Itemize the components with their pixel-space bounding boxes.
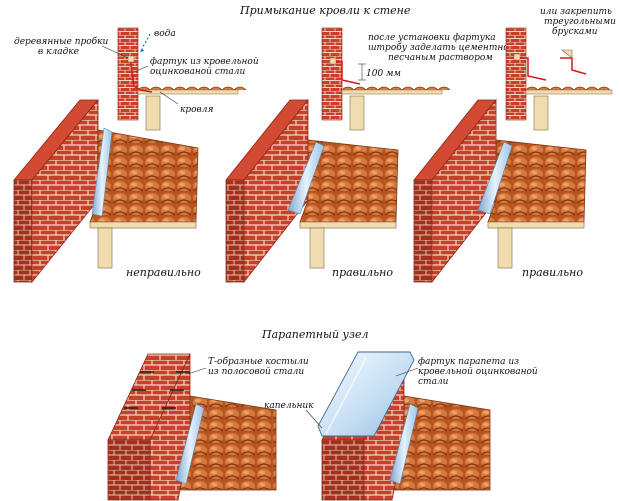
flashing-line — [518, 57, 547, 81]
flashing — [287, 141, 325, 215]
label-wood-plugs: деревянные пробки — [14, 36, 109, 47]
wall-section — [505, 27, 527, 121]
flashing — [389, 403, 419, 485]
flashing — [175, 403, 205, 485]
assembly-wrong: неправильно — [13, 98, 201, 284]
label-flashing-1: фартук из кровельной — [150, 57, 259, 67]
label-flashing-2: оцинкованой стали — [150, 67, 245, 77]
parapet-assembly-right: капельник фартук парапета из кровельной … — [264, 351, 538, 501]
caption-right-1: правильно — [332, 266, 393, 279]
batten — [487, 221, 585, 229]
assembly-right-2: правильно — [413, 98, 587, 284]
label-after-install-2: штробу заделать цементно- — [368, 42, 512, 53]
wall-end — [225, 179, 245, 283]
wood-plug — [513, 53, 521, 61]
wall-section — [321, 27, 343, 121]
section-detail-wrong: деревянные пробки в кладке вода фартук и… — [14, 27, 259, 131]
batten — [299, 221, 397, 229]
leader — [187, 367, 207, 375]
label-t-brackets-1: Т-образные костыли — [208, 356, 309, 367]
leader — [133, 65, 149, 73]
leader — [305, 409, 323, 429]
rafter — [309, 227, 325, 269]
title-top: Примыкание кровли к стене — [239, 4, 411, 17]
parapet-end — [321, 439, 365, 501]
water-arrow — [141, 33, 151, 49]
label-or-fix-1: или закрепить — [540, 7, 612, 17]
parapet-end — [107, 439, 151, 501]
caption-right-2: правильно — [522, 266, 583, 279]
flashing-line-alt — [560, 57, 587, 75]
label-drip: капельник — [264, 401, 314, 411]
label-dimension: 100 мм — [366, 69, 401, 79]
wall-end — [13, 179, 33, 283]
section-detail-right-2: или закрепить треугольными брусками — [505, 7, 616, 131]
label-after-install-3: песчаным раствором — [388, 53, 493, 63]
triangular-batten — [561, 49, 573, 59]
leader — [101, 45, 129, 59]
batten — [341, 89, 443, 95]
assembly-right-1: правильно — [225, 98, 399, 284]
label-water: вода — [154, 29, 176, 39]
section-detail-right-1: 100 мм после установки фартука штробу за… — [321, 27, 512, 131]
flashing — [91, 127, 113, 217]
tile-section — [341, 86, 451, 91]
label-t-brackets-2: из полосовой стали — [208, 367, 304, 377]
rafter — [145, 95, 161, 131]
rafter — [497, 227, 513, 269]
batten — [89, 221, 197, 229]
wood-plug — [127, 55, 135, 63]
flashing-line — [334, 61, 361, 85]
parapet-assembly-left: Т-образные костыли из полосовой стали — [107, 353, 309, 501]
label-in-masonry: в кладке — [38, 47, 79, 57]
caption-wrong: неправильно — [126, 266, 201, 279]
batten — [525, 89, 613, 95]
label-parapet-3: стали — [418, 377, 449, 387]
title-bottom: Парапетный узел — [261, 328, 368, 341]
label-after-install-1: после установки фартука — [368, 33, 496, 43]
batten — [137, 89, 239, 95]
label-parapet-1: фартук парапета из — [418, 357, 519, 367]
tile-section — [137, 86, 247, 91]
wall-section — [117, 27, 139, 121]
tile-section — [525, 86, 611, 91]
water-arrowhead — [140, 48, 144, 52]
leader — [159, 91, 179, 105]
label-or-fix-2: треугольными — [544, 17, 616, 27]
rafter — [349, 95, 365, 131]
flashing — [477, 141, 513, 215]
rafter — [533, 95, 549, 131]
rafter — [97, 227, 113, 269]
label-or-fix-3: брусками — [552, 26, 598, 37]
wood-plug — [329, 57, 337, 65]
label-roofing: кровля — [180, 105, 214, 115]
wall-end — [413, 179, 433, 283]
leader — [395, 367, 419, 377]
t-brackets — [124, 371, 190, 409]
label-parapet-2: кровельной оцинкованой — [418, 367, 538, 377]
cap-highlight — [325, 357, 367, 435]
flashing-line — [129, 57, 153, 93]
parapet-cap-flashing — [317, 351, 415, 437]
